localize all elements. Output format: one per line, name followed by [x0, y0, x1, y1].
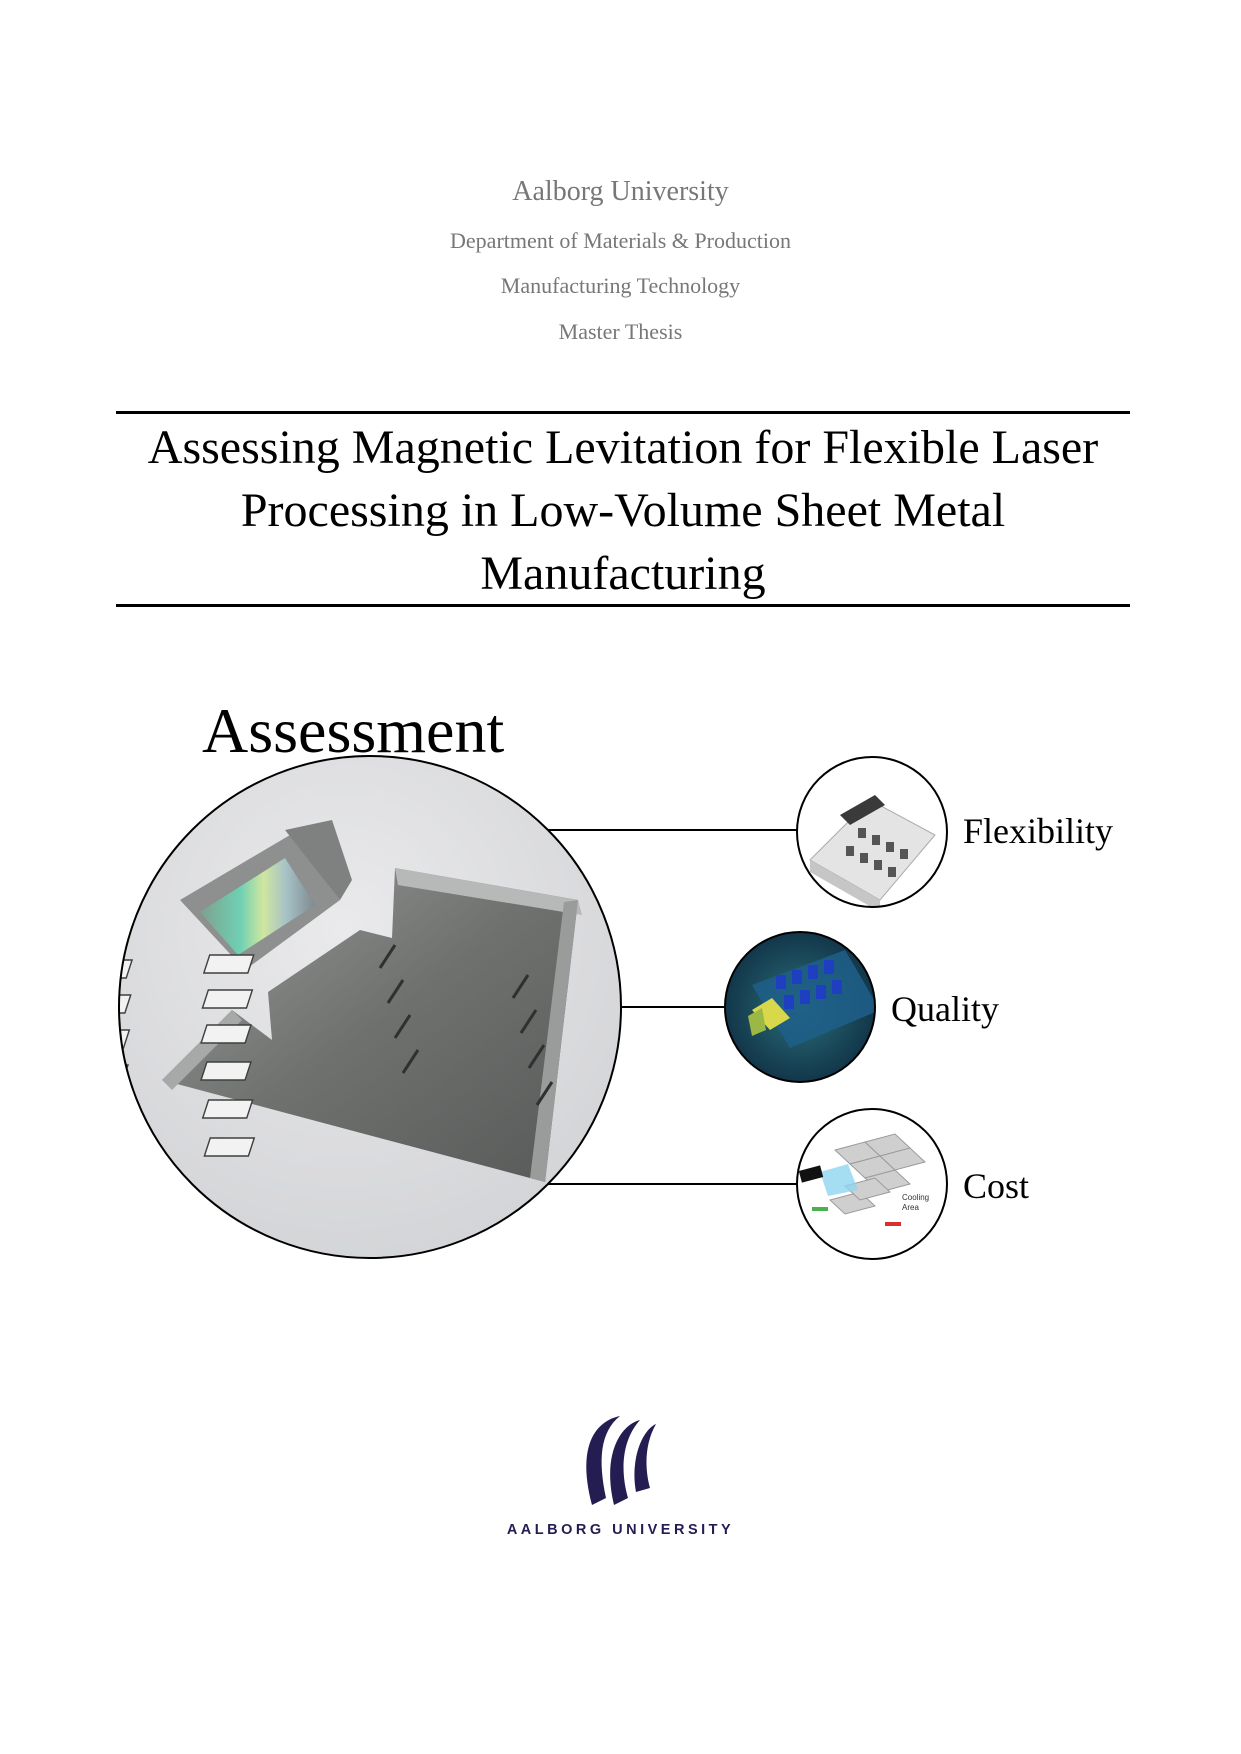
title-top-rule	[116, 411, 1130, 414]
aalborg-university-logo	[586, 1416, 656, 1505]
sheet-metal-part-photo	[118, 755, 622, 1259]
criterion-cost-label: Cost	[963, 1166, 1030, 1206]
thesis-title: Assessing Magnetic Levitation for Flexib…	[147, 421, 1099, 600]
thesis-type: Master Thesis	[558, 319, 683, 344]
assessment-heading: Assessment	[202, 695, 505, 766]
criterion-quality-label: Quality	[891, 989, 999, 1029]
cooling-label: Cooling	[902, 1193, 929, 1202]
university-name: Aalborg University	[512, 176, 729, 207]
surface-scan-icon	[724, 931, 876, 1083]
department-name: Department of Materials & Production	[450, 228, 791, 253]
cooling-layout-icon: Cooling Area	[796, 1108, 948, 1260]
program-name: Manufacturing Technology	[500, 273, 741, 298]
fixture-render-icon	[796, 756, 948, 908]
title-bottom-rule	[116, 604, 1130, 607]
area-label: Area	[902, 1203, 919, 1212]
criterion-flexibility-label: Flexibility	[963, 811, 1114, 851]
logo-wordmark: AALBORG UNIVERSITY	[506, 1522, 735, 1538]
